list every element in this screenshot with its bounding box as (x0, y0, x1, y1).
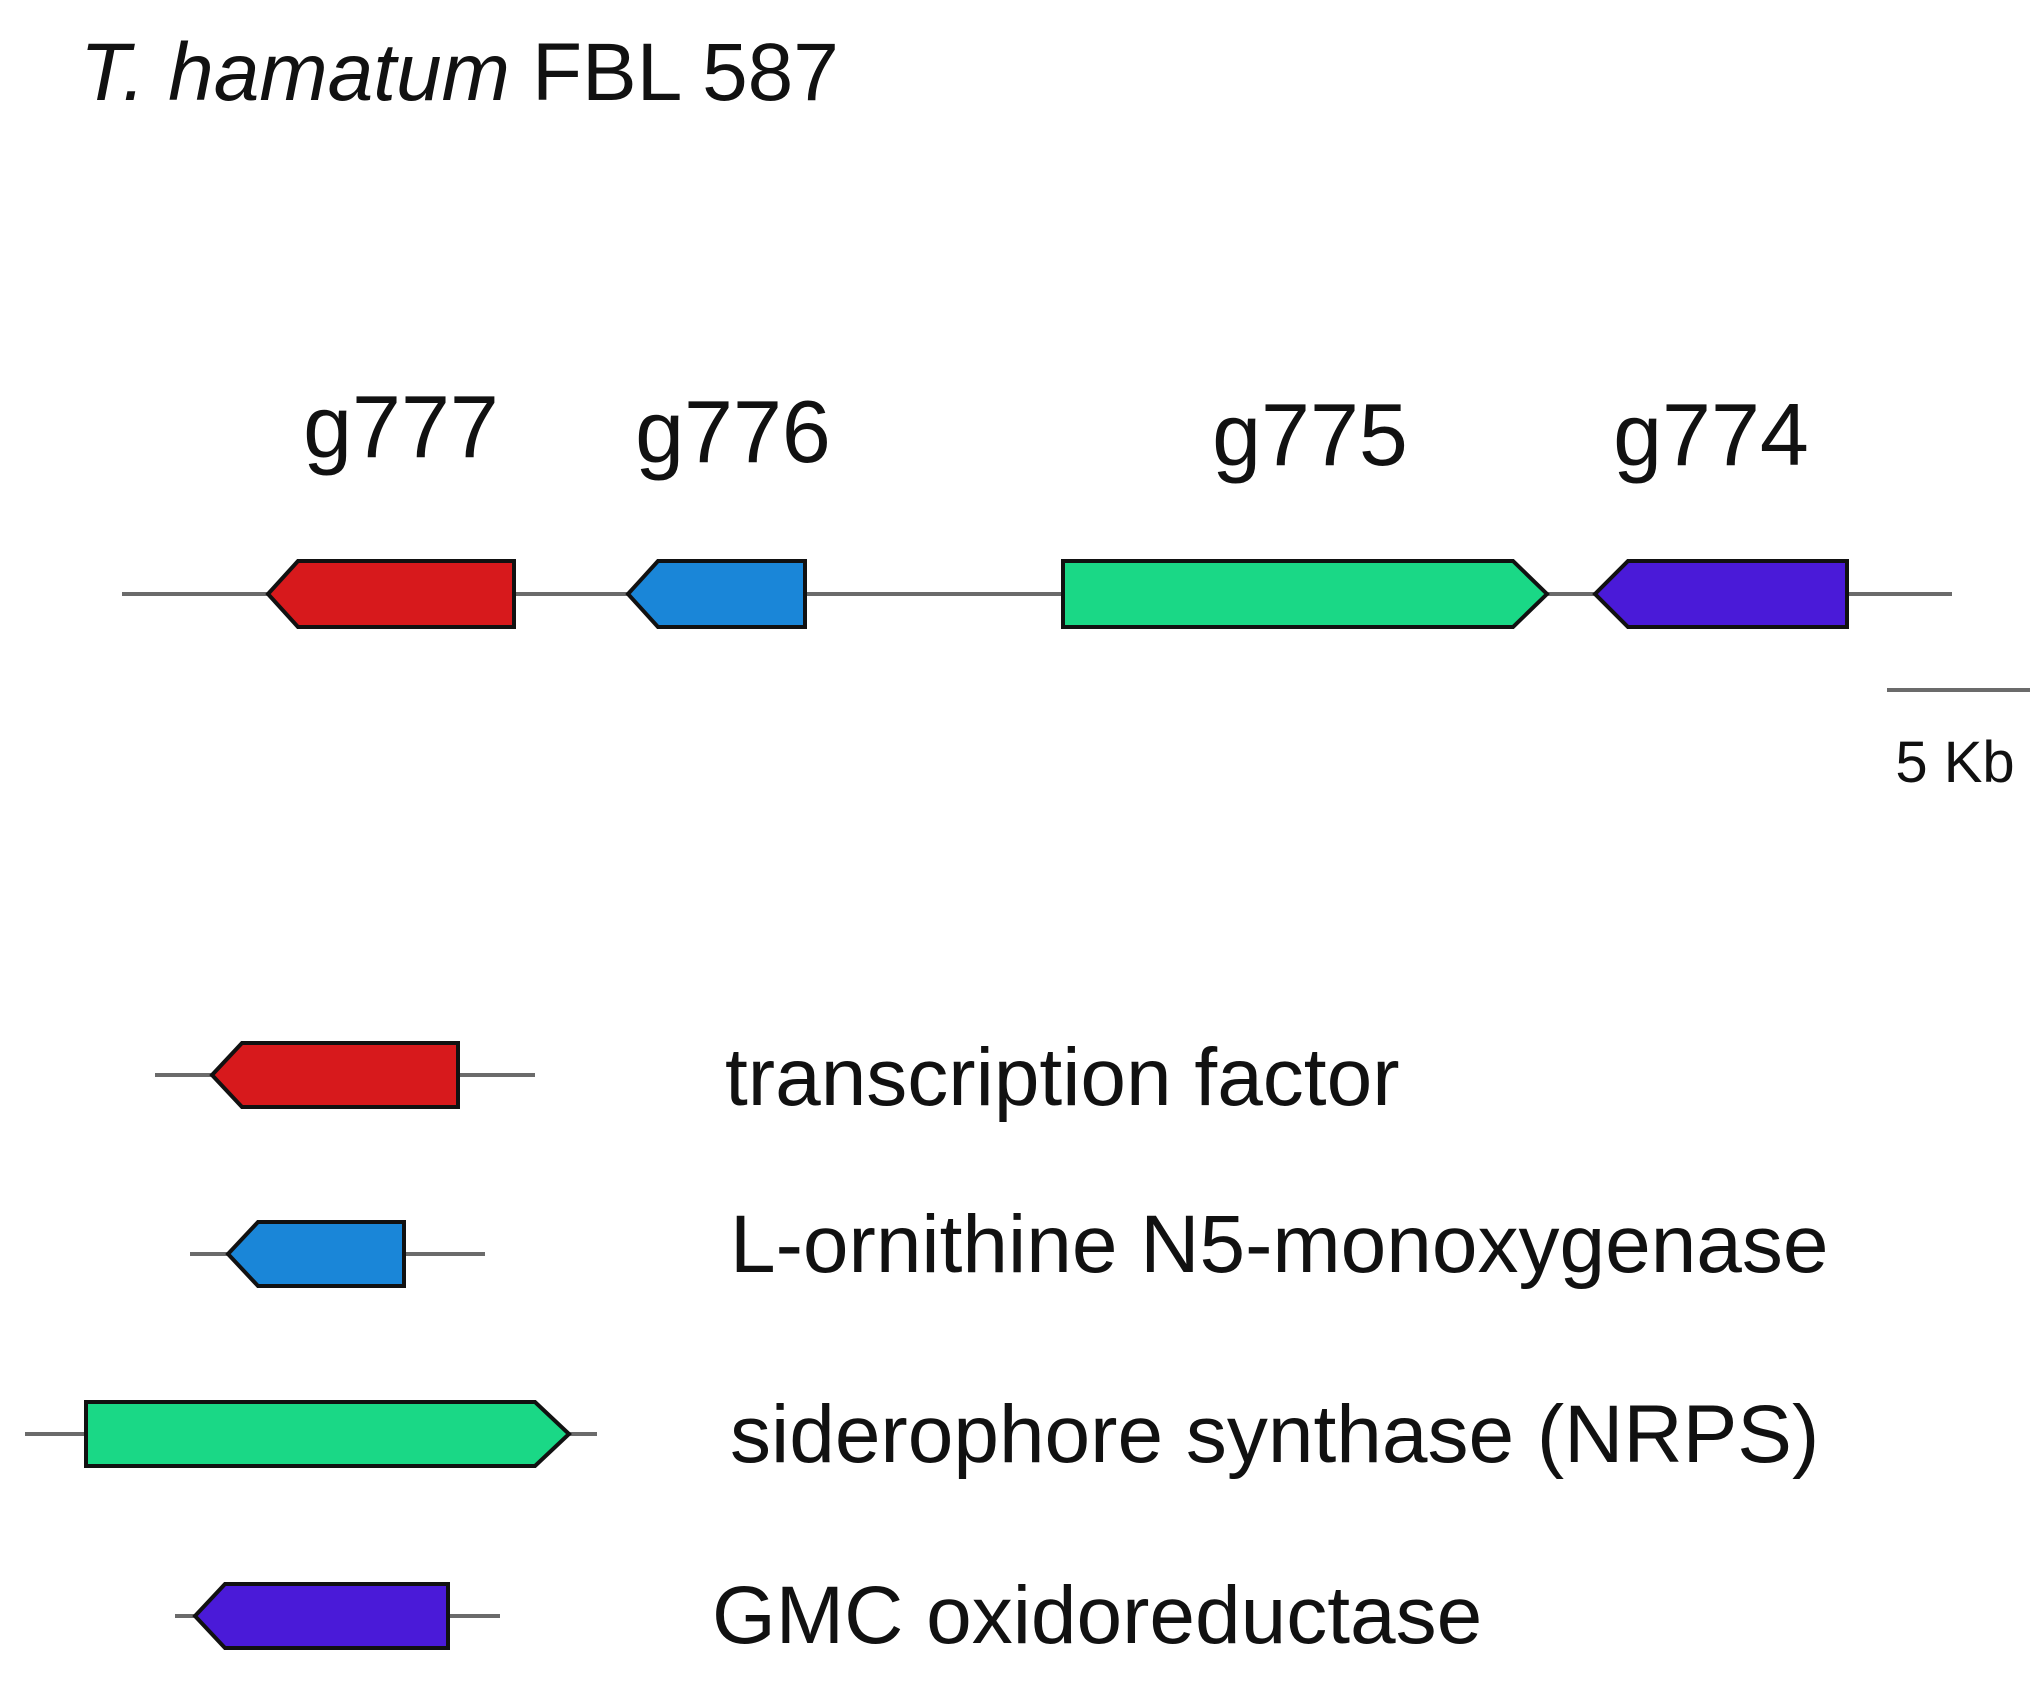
scale-bar-label: 5 Kb (1895, 730, 2014, 795)
legend-swatch-gmc (192, 1582, 450, 1650)
gene-label-g774: g774 (1613, 385, 1809, 484)
gene-label-g775: g775 (1212, 385, 1408, 484)
legend: transcription factor L-ornithine N5-mono… (25, 1032, 1829, 1661)
gene-arrow-g774 (1592, 559, 1849, 629)
legend-label-transcription-factor: transcription factor (725, 1032, 1400, 1123)
title-species: T. hamatum (80, 27, 510, 118)
legend-swatch-monoxygenase (225, 1220, 406, 1288)
legend-label-monoxygenase: L-ornithine N5-monoxygenase (730, 1199, 1829, 1290)
legend-label-gmc: GMC oxidoreductase (712, 1570, 1482, 1661)
gene-label-g776: g776 (635, 382, 831, 481)
title-strain: FBL 587 (532, 27, 839, 118)
gene-label-g777: g777 (303, 377, 499, 476)
gene-arrow-g776 (625, 559, 807, 629)
legend-swatch-nrps (84, 1400, 572, 1468)
gene-track (265, 559, 1849, 629)
legend-swatch-transcription-factor (209, 1041, 460, 1109)
gene-arrow-g777 (265, 559, 516, 629)
gene-arrow-g775 (1061, 559, 1550, 629)
legend-label-nrps: siderophore synthase (NRPS) (730, 1389, 1819, 1480)
